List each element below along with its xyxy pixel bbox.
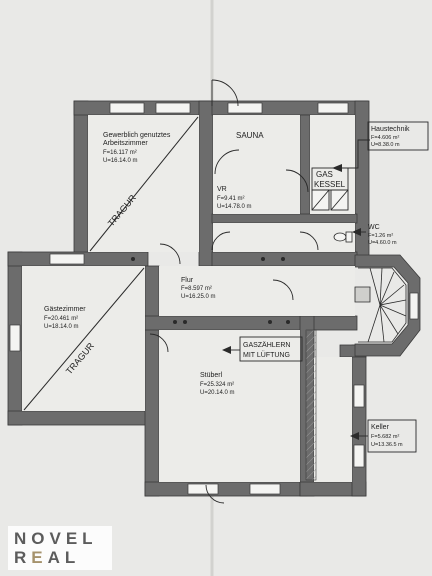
label-keller-area: F=5.682 m²: [371, 434, 399, 440]
label-stueberl-perimeter: U=20.14.0 m: [200, 390, 235, 396]
label-gaeste-name: Gästezimmer: [44, 306, 86, 313]
logo-letters-al: AL: [47, 548, 81, 567]
label-haustechnik-perimeter: U=8.38.0 m: [371, 142, 400, 148]
gas-meter-hatch: [305, 329, 317, 481]
label-keller-name: Keller: [371, 424, 390, 431]
logo-word-1: NOVEL: [14, 529, 98, 548]
room-floors: [22, 115, 355, 482]
label-gaszaehler-2: MIT LÜFTUNG: [243, 351, 290, 359]
label-gaeste-area: F=20.461 m²: [44, 316, 78, 322]
label-gewerbe-area: F=16.117 m²: [103, 150, 137, 156]
label-sauna: SAUNA: [236, 131, 264, 140]
wc-fixture: [333, 231, 353, 243]
label-vr-area: F=9.41 m²: [217, 196, 245, 202]
label-stueberl-area: F=25.324 m²: [200, 382, 234, 388]
label-flur-perimeter: U=16.25.0 m: [181, 294, 216, 300]
label-gaskessel-1: GAS: [316, 170, 333, 179]
logo-letter-e: E: [31, 548, 48, 567]
label-keller-perimeter: U=13.36.5 m: [371, 442, 403, 448]
label-wc-area: F=1.26 m²: [368, 233, 393, 239]
label-gewerbe-perimeter: U=16.14.0 m: [103, 158, 138, 164]
label-flur-name: Flur: [181, 277, 194, 284]
leader-arrows: [222, 164, 361, 440]
label-vr-perimeter: U=14.78.0 m: [217, 204, 252, 210]
label-gaeste-perimeter: U=18.14.0 m: [44, 324, 79, 330]
label-flur-area: F=8.597 m²: [181, 286, 212, 292]
doors: [149, 79, 319, 504]
label-wc-name: WC: [368, 224, 380, 231]
staircase: [354, 267, 407, 343]
label-vr-name: VR: [217, 186, 227, 193]
label-haustechnik-area: F=4.606 m²: [371, 135, 399, 141]
label-gaszaehler-1: GASZÄHLERN: [243, 341, 290, 349]
novel-real-logo: NOVEL REAL: [8, 526, 112, 570]
label-gaskessel-2: KESSEL: [314, 180, 346, 189]
logo-letter-r: R: [14, 548, 32, 567]
label-haustechnik-name: Haustechnik: [371, 126, 410, 133]
outlets: [131, 257, 290, 324]
label-wc-perimeter: U=4.60.0 m: [368, 240, 397, 246]
slope-diagonal-gaestezimmer: [23, 267, 145, 411]
logo-word-2: REAL: [14, 548, 80, 568]
windows: [9, 102, 419, 495]
label-stueberl-name: Stüberl: [200, 372, 223, 379]
slope-diagonal-arbeitszimmer: [89, 116, 199, 252]
label-gewerbe-name1: Gewerblich genutztes: [103, 132, 171, 139]
label-gewerbe-name2: Arbeitszimmer: [103, 140, 148, 147]
